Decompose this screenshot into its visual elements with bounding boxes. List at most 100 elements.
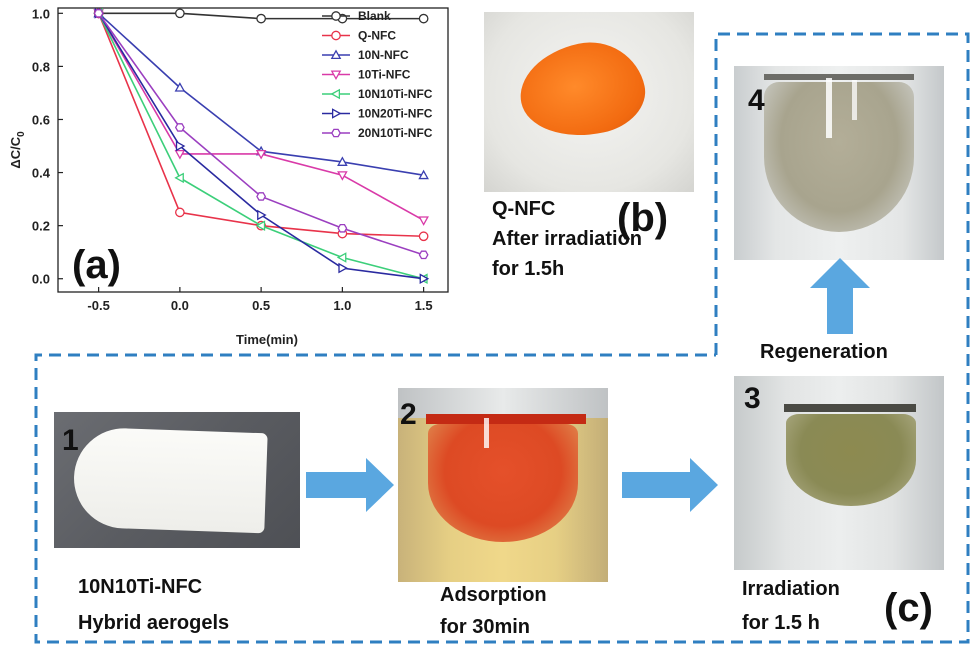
legend-label: 10N20Ti-NFC bbox=[358, 107, 433, 121]
data-point bbox=[338, 262, 348, 274]
line-chart: -0.5 0.0 0.5 1.0 1.5 0.0 0.2 0.4 0.6 0.8 1.0Time(m… bbox=[8, 6, 449, 347]
data-point bbox=[337, 171, 348, 181]
data-point bbox=[175, 140, 186, 152]
legend-label: Blank bbox=[358, 9, 391, 23]
legend-label: 10N-NFC bbox=[358, 48, 409, 62]
process-arrow-1 bbox=[306, 458, 394, 512]
data-point bbox=[174, 82, 186, 92]
data-point bbox=[256, 13, 266, 24]
legend-item: Blank bbox=[322, 9, 391, 23]
y-tick-label: 0.2 bbox=[32, 219, 50, 234]
panel-b-label: (b) bbox=[617, 196, 669, 240]
data-point bbox=[174, 123, 185, 132]
tube-cap-band bbox=[784, 404, 916, 412]
step-2-caption-line-2: for 30min bbox=[440, 616, 531, 638]
q-nfc-photo bbox=[484, 12, 694, 192]
data-point bbox=[337, 156, 348, 166]
y-axis-title: ΔC/C0 bbox=[8, 131, 27, 169]
data-point bbox=[331, 30, 341, 41]
panel-c-label: (c) bbox=[884, 586, 933, 630]
data-point bbox=[256, 192, 267, 201]
data-point bbox=[330, 49, 342, 60]
data-point bbox=[175, 8, 185, 19]
x-tick-label: 1.5 bbox=[415, 298, 433, 313]
step-2-number: 2 bbox=[400, 398, 417, 431]
step-1-caption-line-2: Hybrid aerogels bbox=[78, 612, 230, 634]
orange-dye-absorbed bbox=[428, 424, 578, 542]
y-axis-title-subscript: 0 bbox=[16, 131, 27, 137]
step-3-caption-line-2: for 1.5 h bbox=[742, 612, 820, 634]
legend-item: 10N-NFC bbox=[322, 48, 409, 62]
data-point bbox=[175, 207, 185, 218]
plot-frame bbox=[57, 7, 449, 293]
data-point bbox=[255, 220, 266, 231]
y-tick-label: 0.0 bbox=[32, 272, 50, 287]
x-tick-label: 0.0 bbox=[171, 298, 189, 313]
white-aerogel-sample bbox=[72, 426, 268, 534]
data-point bbox=[331, 128, 341, 138]
x-axis-title: Time(min) bbox=[236, 332, 298, 347]
y-tick-label: 0.4 bbox=[32, 166, 51, 181]
step-3-caption-line-1: Irradiation bbox=[742, 578, 840, 600]
step-2-caption-line-1: Adsorption bbox=[440, 584, 547, 606]
legend-label: 10N10Ti-NFC bbox=[358, 87, 433, 101]
data-point bbox=[331, 11, 341, 21]
data-point bbox=[331, 108, 342, 119]
q-nfc-caption-line-2: After irradiation bbox=[492, 228, 643, 250]
data-point bbox=[418, 169, 429, 180]
y-tick-label: 0.6 bbox=[32, 112, 50, 127]
x-tick-label: 0.5 bbox=[252, 298, 270, 313]
series-20n10ti-nfc bbox=[93, 9, 429, 260]
green-aerogel-sample bbox=[786, 414, 916, 506]
chart-axes: -0.5 0.0 0.5 1.0 1.5 0.0 0.2 0.4 0.6 0.8 1.0Time(m… bbox=[8, 6, 449, 347]
legend-item: 10N10Ti-NFC bbox=[322, 87, 433, 101]
data-point bbox=[418, 216, 429, 226]
legend-item: Q-NFC bbox=[322, 29, 396, 43]
gray-aerogel-sample bbox=[764, 82, 914, 232]
adsorption-tube-photo bbox=[398, 388, 608, 582]
legend-label: 20N10Ti-NFC bbox=[358, 126, 433, 140]
q-nfc-caption: Q-NFC After irradiation for 1.5h bbox=[492, 194, 702, 284]
x-tick-label: 1.0 bbox=[333, 298, 351, 313]
tube-cap-band bbox=[764, 74, 914, 80]
data-point bbox=[174, 149, 186, 160]
data-point bbox=[330, 88, 341, 100]
tube-glare bbox=[826, 78, 832, 138]
data-point bbox=[174, 172, 184, 184]
regeneration-label: Regeneration bbox=[760, 341, 888, 363]
data-point bbox=[418, 13, 429, 24]
tube-top-clear bbox=[398, 388, 608, 418]
tube-glare bbox=[484, 418, 489, 448]
data-point bbox=[419, 273, 430, 285]
data-point bbox=[337, 224, 348, 233]
data-point bbox=[93, 9, 104, 18]
step-1-caption-line-1: 10N10Ti-NFC bbox=[78, 576, 203, 598]
step-2-caption: Adsorption for 30min bbox=[440, 580, 547, 642]
legend-label: Q-NFC bbox=[358, 29, 396, 43]
data-point bbox=[330, 70, 342, 81]
q-nfc-caption-line-3: for 1.5h bbox=[492, 258, 565, 280]
irradiation-tube-photo bbox=[734, 376, 944, 570]
x-tick-label: -0.5 bbox=[87, 298, 109, 313]
chart-series bbox=[93, 7, 430, 285]
data-point bbox=[255, 149, 267, 160]
step-4-number: 4 bbox=[748, 84, 765, 117]
tube-glare-2 bbox=[852, 80, 857, 120]
y-tick-label: 0.8 bbox=[32, 59, 50, 74]
step-1-number: 1 bbox=[62, 424, 79, 457]
legend-label: 10Ti-NFC bbox=[358, 68, 411, 82]
y-tick-label: 1.0 bbox=[32, 6, 50, 21]
legend-item: 10N20Ti-NFC bbox=[322, 107, 433, 121]
data-point bbox=[336, 252, 347, 263]
tube-cap-band bbox=[426, 414, 586, 424]
step-1-caption: 10N10Ti-NFC Hybrid aerogels bbox=[78, 572, 229, 638]
data-point bbox=[418, 250, 429, 260]
regeneration-arrow bbox=[810, 258, 870, 334]
legend-item: 10Ti-NFC bbox=[322, 68, 411, 82]
step-3-caption: Irradiation for 1.5 h bbox=[742, 574, 840, 638]
process-arrow-2 bbox=[622, 458, 718, 512]
q-nfc-caption-line-1: Q-NFC bbox=[492, 198, 556, 220]
hybrid-aerogel-photo bbox=[54, 412, 300, 548]
